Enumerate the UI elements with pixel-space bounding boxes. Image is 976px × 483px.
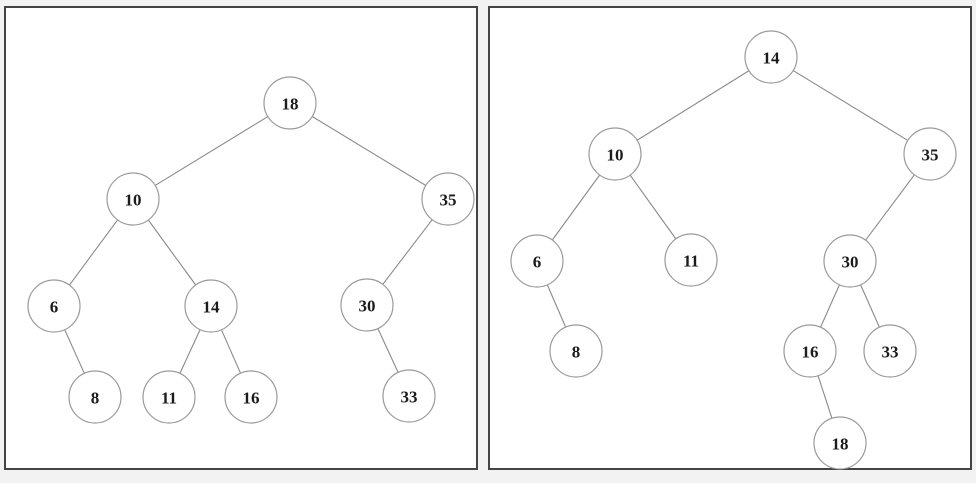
node-circle: [106, 172, 160, 226]
node-label: 11: [683, 252, 699, 271]
tree-node[interactable]: 6: [27, 279, 81, 333]
node-label: 8: [572, 343, 581, 362]
node-label: 18: [282, 95, 299, 114]
tree-node[interactable]: 16: [783, 324, 837, 378]
tree-node[interactable]: 30: [823, 234, 877, 288]
node-circle: [27, 279, 81, 333]
tree-node[interactable]: 6: [510, 234, 564, 288]
node-circle: [263, 76, 317, 130]
node-circle: [783, 324, 837, 378]
node-circle: [549, 324, 603, 378]
node-circle: [142, 370, 196, 424]
tree-edge: [817, 375, 833, 419]
node-circle: [823, 234, 877, 288]
tree-edge: [636, 70, 750, 141]
tree-node[interactable]: 33: [863, 324, 917, 378]
tree-edge: [179, 329, 201, 374]
tree-edge: [860, 284, 880, 328]
tree-edge: [546, 284, 567, 328]
left-tree-panel: 18 10 35 6 14 30 8 11 16 33: [4, 6, 478, 470]
right-tree-panel: 14 10 35 6 11 30 8 16 33 18: [488, 6, 972, 470]
left-tree-graphic: 18 10 35 6 14 30 8 11 16 33: [27, 76, 475, 424]
tree-edge: [64, 329, 85, 374]
node-circle: [588, 127, 642, 181]
node-circle: [340, 278, 394, 332]
tree-node[interactable]: 11: [664, 233, 718, 287]
tree-edge: [377, 328, 399, 373]
node-label: 33: [401, 388, 418, 407]
tree-node[interactable]: 35: [903, 127, 957, 181]
node-label: 10: [125, 191, 142, 210]
tree-node[interactable]: 8: [549, 324, 603, 378]
tree-node[interactable]: 10: [106, 172, 160, 226]
node-circle: [744, 30, 798, 84]
node-circle: [184, 279, 238, 333]
node-label: 16: [802, 343, 819, 362]
node-label: 16: [243, 389, 260, 408]
node-circle: [903, 127, 957, 181]
node-label: 14: [203, 298, 221, 317]
node-label: 14: [763, 49, 781, 68]
node-label: 18: [832, 435, 849, 454]
node-label: 30: [842, 253, 859, 272]
tree-edge: [820, 284, 840, 328]
tree-node[interactable]: 11: [142, 370, 196, 424]
tree-node[interactable]: 14: [184, 279, 238, 333]
node-circle: [224, 370, 278, 424]
tree-edge: [154, 116, 269, 186]
node-label: 6: [533, 253, 542, 272]
tree-edge: [382, 219, 433, 285]
tree-edge: [147, 219, 197, 286]
tree-edge: [551, 174, 601, 241]
node-circle: [664, 233, 718, 287]
node-label: 35: [440, 191, 457, 210]
node-circle: [863, 324, 917, 378]
node-label: 11: [161, 389, 177, 408]
tree-edge: [629, 174, 677, 240]
tree-edge: [311, 116, 427, 186]
tree-edge: [69, 219, 118, 286]
node-label: 30: [359, 297, 376, 316]
node-circle: [68, 370, 122, 424]
tree-edge: [865, 174, 915, 241]
node-label: 8: [91, 389, 100, 408]
tree-node[interactable]: 8: [68, 370, 122, 424]
tree-node[interactable]: 33: [382, 369, 436, 423]
tree-node[interactable]: 30: [340, 278, 394, 332]
node-label: 33: [882, 343, 899, 362]
tree-node[interactable]: 18: [813, 416, 867, 470]
node-label: 35: [922, 146, 939, 165]
tree-node[interactable]: 10: [588, 127, 642, 181]
tree-node[interactable]: 16: [224, 370, 278, 424]
node-circle: [382, 369, 436, 423]
node-circle: [813, 416, 867, 470]
tree-node[interactable]: 35: [421, 172, 475, 226]
tree-node[interactable]: 18: [263, 76, 317, 130]
tree-edge: [220, 329, 242, 374]
node-label: 6: [50, 298, 59, 317]
tree-node[interactable]: 14: [744, 30, 798, 84]
node-circle: [510, 234, 564, 288]
right-tree-graphic: 14 10 35 6 11 30 8 16 33 18: [510, 30, 957, 470]
tree-edge: [792, 70, 909, 141]
node-label: 10: [607, 146, 624, 165]
node-circle: [421, 172, 475, 226]
